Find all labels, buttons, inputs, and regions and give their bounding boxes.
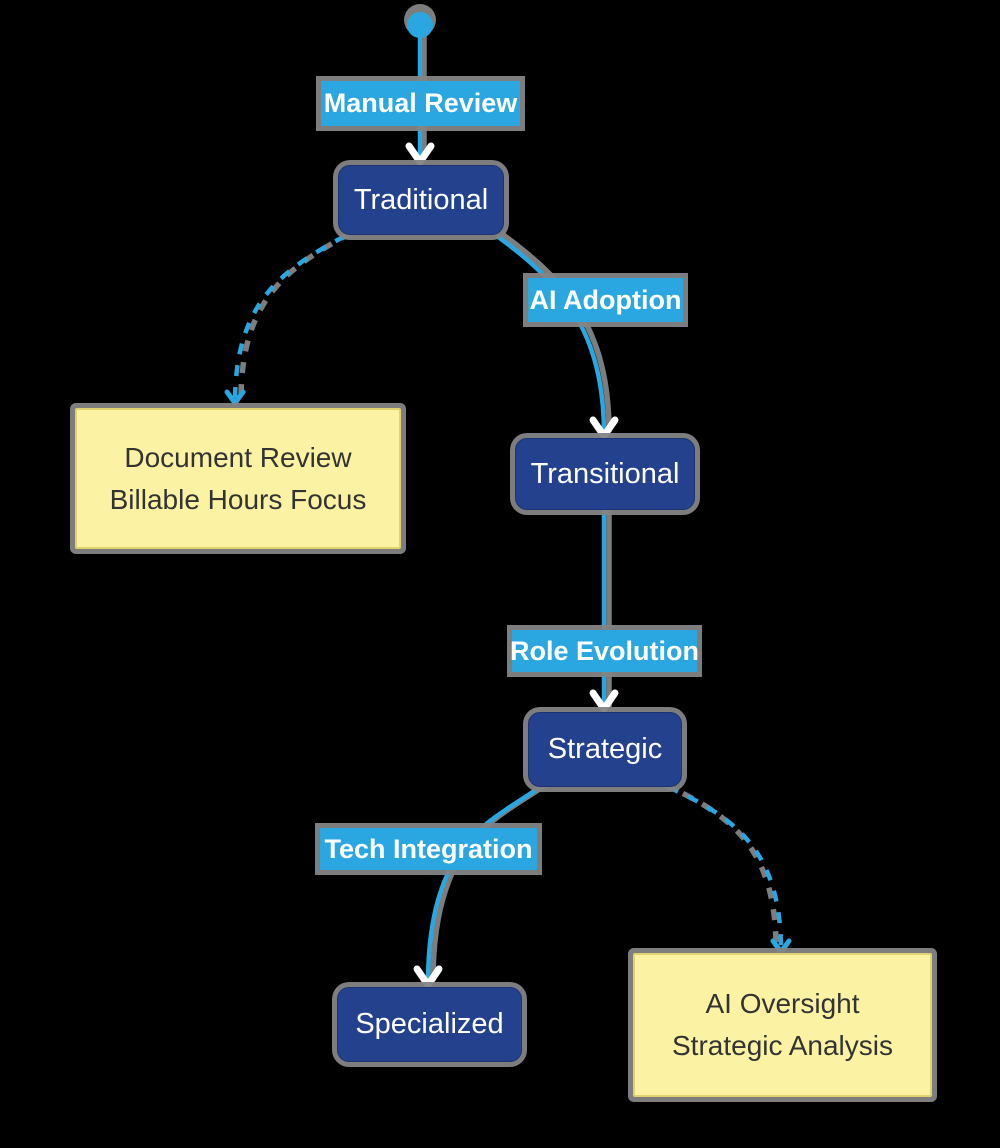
note-document-review: Document Review Billable Hours Focus: [75, 408, 401, 549]
arrowhead-icon: [413, 965, 443, 989]
arrowhead-icon: [224, 389, 246, 406]
state-node-label: Transitional: [530, 457, 680, 490]
arrowhead-icon: [405, 142, 435, 166]
edge-strategic-specialized: [425, 785, 542, 984]
state-node-label: Specialized: [355, 1008, 504, 1040]
note-line: Billable Hours Focus: [109, 483, 367, 515]
edge-label-text: AI Adoption: [529, 284, 682, 315]
state-node-label: Traditional: [353, 183, 489, 216]
edge-label-ai-adoption: AI Adoption: [528, 278, 683, 322]
edge-traditional-note: [232, 234, 347, 404]
arrowhead-icon: [589, 689, 619, 713]
arrowhead-icon: [770, 938, 792, 955]
note-line: AI Oversight: [705, 988, 860, 1019]
edge-label-tech-integration: Tech Integration: [320, 828, 537, 870]
edge-shadow-traditional-note: [238, 230, 353, 401]
edge-label-role-evolution: Role Evolution: [510, 630, 699, 672]
state-node-traditional: Traditional: [338, 165, 504, 235]
state-node-transitional: Transitional: [515, 438, 695, 510]
note-line: Strategic Analysis: [672, 1030, 893, 1061]
edge-traditional-transitional: [495, 234, 607, 435]
edge-shadow-traditional-transitional: [500, 231, 612, 433]
note-ai-oversight: AI Oversight Strategic Analysis: [633, 953, 932, 1097]
edge-label-text: Role Evolution: [510, 635, 699, 666]
edge-shadow-strategic-note: [661, 781, 779, 949]
note-line: Document Review: [124, 441, 352, 473]
edge-label-manual-review: Manual Review: [321, 81, 520, 126]
state-node-label: Strategic: [547, 733, 663, 765]
edge-label-text: Tech Integration: [324, 833, 533, 864]
edge-label-text: Manual Review: [323, 88, 518, 118]
edge-strategic-note: [667, 784, 784, 952]
start-state-icon: [407, 12, 433, 38]
arrowhead-icon: [589, 416, 619, 440]
state-node-specialized: Specialized: [337, 987, 522, 1062]
state-node-strategic: Strategic: [528, 712, 682, 787]
arrowheads: [224, 142, 792, 989]
edge-shadow-strategic-specialized: [430, 782, 547, 982]
